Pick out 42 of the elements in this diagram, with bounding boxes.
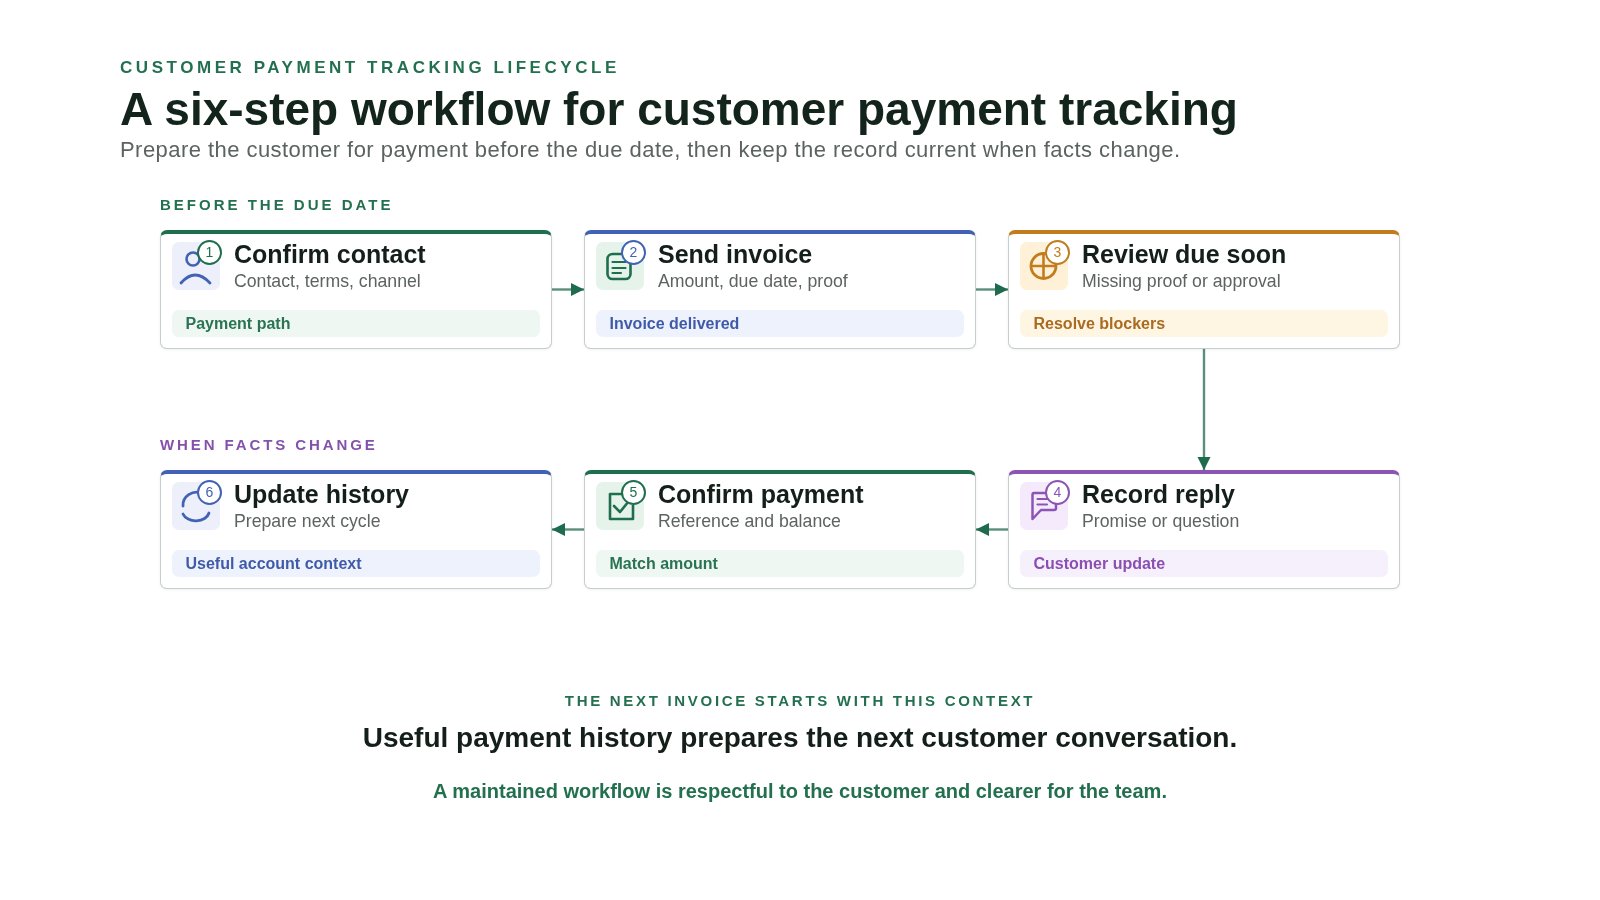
step-card xyxy=(1008,230,1400,349)
step-title: Review due soon xyxy=(1082,241,1287,267)
outcome-tag: Resolve blockers xyxy=(1019,310,1388,337)
summary-statement: Useful payment history prepares the next customer conversation. xyxy=(362,724,1238,753)
outcome-tag: Customer update xyxy=(1019,550,1388,577)
arrow xyxy=(976,283,1008,296)
arrow xyxy=(1197,349,1211,470)
subtitle: Prepare the customer for payment before the due date, then keep the record current when facts change. xyxy=(120,139,1181,161)
step-card xyxy=(160,470,552,589)
step-card xyxy=(1008,470,1400,589)
step-description: Missing proof or approval xyxy=(1082,272,1281,291)
eyebrow-heading: CUSTOMER PAYMENT TRACKING LIFECYCLE xyxy=(120,59,620,76)
step-number: 4 xyxy=(1045,479,1070,505)
step-title: Confirm contact xyxy=(234,241,426,267)
step-number: 6 xyxy=(197,479,222,505)
step-title: Send invoice xyxy=(658,241,813,267)
step-card xyxy=(584,470,976,589)
outcome-tag: Invoice delivered xyxy=(595,310,964,337)
step-description: Amount, due date, proof xyxy=(658,272,848,291)
outcome-tag: Useful account context xyxy=(171,550,540,577)
step-description: Promise or question xyxy=(1082,512,1240,531)
step-description: Prepare next cycle xyxy=(234,512,381,531)
closing-note: A maintained workflow is respectful to the customer and clearer for the team. xyxy=(433,781,1167,801)
step-number: 1 xyxy=(197,239,222,265)
step-number: 5 xyxy=(621,479,646,505)
eyebrow-heading: THE NEXT INVOICE STARTS WITH THIS CONTEXT xyxy=(564,692,1036,708)
step-title: Confirm payment xyxy=(658,481,864,507)
step-number: 2 xyxy=(621,239,646,265)
step-title: Update history xyxy=(234,481,410,507)
step-number: 3 xyxy=(1045,239,1070,265)
step-description: Reference and balance xyxy=(658,512,841,531)
step-card xyxy=(160,230,552,349)
arrow xyxy=(552,283,584,296)
step-card xyxy=(584,230,976,349)
arrow xyxy=(552,523,584,536)
outcome-tag: Payment path xyxy=(171,310,540,337)
outcome-tag: Match amount xyxy=(595,550,964,577)
arrow xyxy=(976,523,1008,536)
step-title: Record reply xyxy=(1082,481,1235,507)
step-description: Contact, terms, channel xyxy=(234,272,421,291)
section-heading: BEFORE THE DUE DATE xyxy=(160,196,394,212)
section-heading: WHEN FACTS CHANGE xyxy=(160,436,378,452)
